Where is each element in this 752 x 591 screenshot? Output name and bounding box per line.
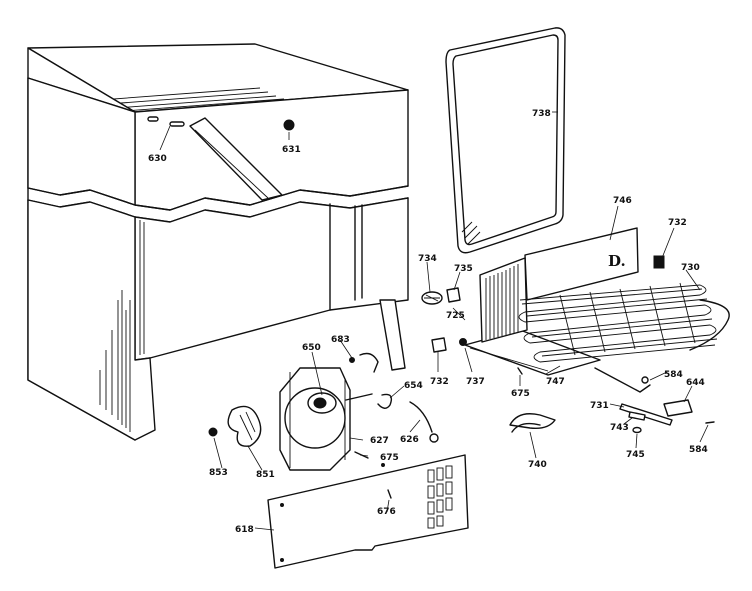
back-cover-panel — [267, 454, 469, 569]
small-parts-right — [421, 255, 715, 434]
label-747: 747 — [546, 377, 565, 387]
label-851: 851 — [256, 470, 275, 480]
label-734: 734 — [418, 254, 437, 264]
label-675-bottom: 675 — [380, 453, 399, 463]
leader-lines — [159, 111, 709, 531]
label-735: 735 — [454, 264, 473, 274]
label-743: 743 — [610, 423, 629, 433]
label-626: 626 — [400, 435, 419, 445]
label-644: 644 — [686, 378, 705, 388]
label-732-top: 732 — [668, 218, 687, 228]
label-650: 650 — [302, 343, 321, 353]
cabinet-housing — [27, 43, 409, 441]
label-746: 746 — [613, 196, 632, 206]
label-853: 853 — [209, 468, 228, 478]
label-731: 731 — [590, 401, 609, 411]
panel-mark: D. — [608, 252, 626, 270]
label-630: 630 — [148, 154, 167, 164]
label-627: 627 — [370, 436, 389, 446]
label-732-bottom: 732 — [430, 377, 449, 387]
door-gasket — [445, 27, 566, 254]
label-584-top: 584 — [664, 370, 683, 380]
label-631: 631 — [282, 145, 301, 155]
label-737: 737 — [466, 377, 485, 387]
part-labels: 630 631 738 746 732 730 734 735 725 683 … — [148, 109, 708, 535]
label-654: 654 — [404, 381, 423, 391]
label-740: 740 — [528, 460, 547, 470]
label-675-top: 675 — [511, 389, 530, 399]
label-676: 676 — [377, 507, 396, 517]
label-745: 745 — [626, 450, 645, 460]
label-683: 683 — [331, 335, 350, 345]
fan-motor-assembly — [208, 352, 439, 471]
label-584-bottom: 584 — [689, 445, 708, 455]
label-618: 618 — [235, 525, 254, 535]
label-738: 738 — [532, 109, 551, 119]
evaporator-assembly — [464, 227, 730, 393]
label-730: 730 — [681, 263, 700, 273]
label-725: 725 — [446, 311, 465, 321]
